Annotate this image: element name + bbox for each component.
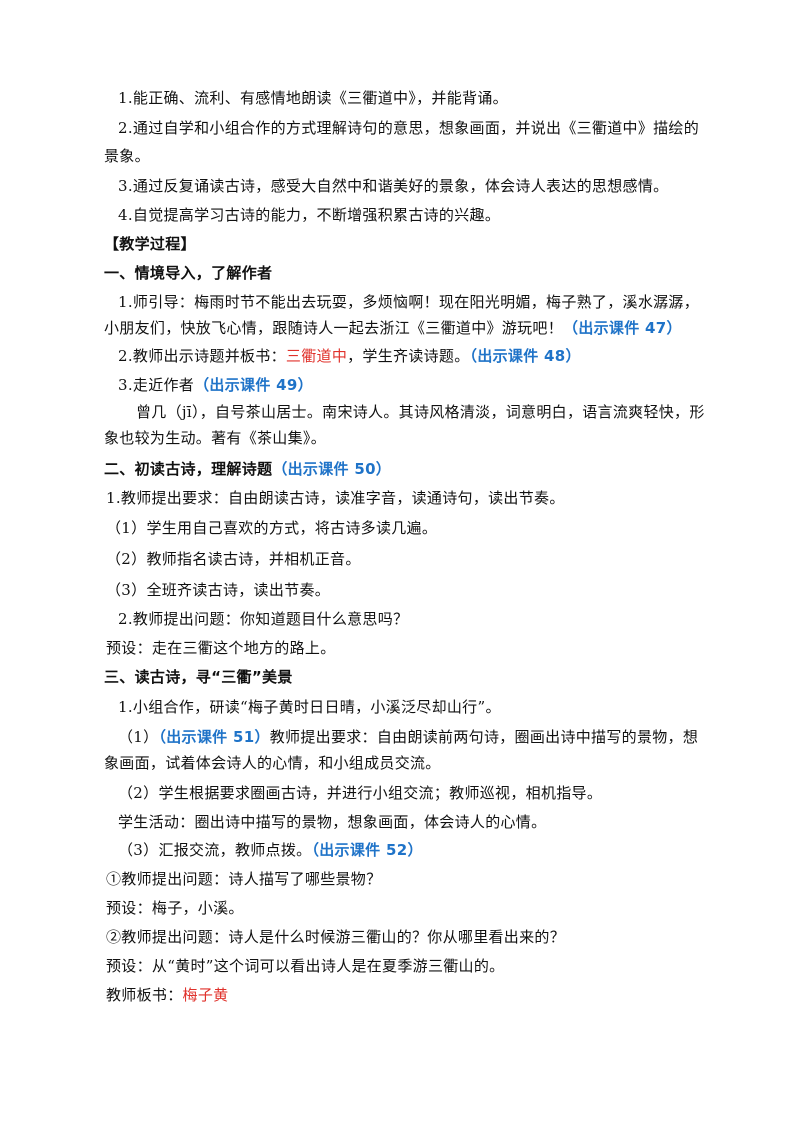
section3-step2: （2）学生根据要求圈画古诗，并进行小组交流；教师巡视，相机指导。	[118, 784, 603, 802]
section3-step3-text: （3）汇报交流，教师点拨。	[118, 841, 312, 859]
section3-answer1: 预设：梅子，小溪。	[106, 899, 244, 917]
objective-3: 3.通过反复诵读古诗，感受大自然中和谐美好的景象，体会诗人表达的思想感情。	[118, 177, 669, 195]
section1-p2: 2.教师出示诗题并板书：三衢道中，学生齐读诗题。（出示课件 48）	[118, 346, 581, 366]
process-heading: 【教学过程】	[104, 235, 196, 253]
courseware-cue: （出示课件 50）	[272, 460, 392, 478]
section2-p1: 1.教师提出要求：自由朗读古诗，读准字音，读通诗句，读出节奏。	[106, 489, 565, 507]
section1-heading: 一、情境导入，了解作者	[104, 264, 273, 282]
section1-p2-b: ，学生齐读诗题。	[347, 347, 470, 365]
section3-step3: （3）汇报交流，教师点拨。（出示课件 52）	[118, 840, 423, 860]
board-text-red: 梅子黄	[182, 986, 229, 1004]
courseware-cue: （出示课件 47）	[563, 319, 682, 337]
courseware-cue: （出示课件 52）	[311, 841, 423, 859]
section2-step3: （3）全班齐读古诗，读出节奏。	[106, 581, 331, 599]
courseware-cue: （出示课件 49）	[194, 376, 313, 394]
section3-heading: 三、读古诗，寻“三衢”美景	[104, 668, 293, 686]
section3-step1-prefix: （1）	[118, 728, 159, 746]
section2-preset: 预设：走在三衢这个地方的路上。	[106, 639, 336, 657]
section2-p2: 2.教师提出问题：你知道题目什么意思吗？	[118, 610, 409, 628]
section3-answer2: 预设：从“黄时”这个词可以看出诗人是在夏季游三衢山的。	[106, 957, 505, 975]
section1-p3: 3.走近作者（出示课件 49）	[118, 375, 313, 395]
board-title-red: 三衢道中	[285, 347, 348, 365]
section3-board: 教师板书：梅子黄	[106, 985, 228, 1005]
board-label: 教师板书：	[106, 986, 183, 1004]
section1-p1-line2: 小朋友们，快放飞心情，跟随诗人一起去浙江《三衢道中》游玩吧！（出示课件 47）	[104, 318, 682, 338]
section2-step2: （2）教师指名读古诗，并相机正音。	[106, 550, 361, 568]
objective-4: 4.自觉提高学习古诗的能力，不断增强积累古诗的兴趣。	[118, 206, 501, 224]
section1-p2-a: 2.教师出示诗题并板书：	[118, 347, 286, 365]
objective-2: 2.通过自学和小组合作的方式理解诗句的意思，想象画面，并说出《三衢道中》描绘的	[118, 119, 700, 137]
courseware-cue: （出示课件 51）	[158, 728, 270, 746]
author-bio-line1: 曾几（jī），自号茶山居士。南宋诗人。其诗风格清淡，词意明白，语言流爽轻快，形	[136, 403, 705, 421]
section3-question2: ②教师提出问题：诗人是什么时候游三衢山的？你从哪里看出来的？	[106, 928, 566, 946]
section2-heading-text: 二、初读古诗，理解诗题	[104, 460, 273, 478]
section1-p3-text: 3.走近作者	[118, 376, 195, 394]
section3-activity: 学生活动：圈出诗中描写的景物，想象画面，体会诗人的心情。	[118, 813, 547, 831]
section3-p1: 1.小组合作，研读“梅子黄时日日晴，小溪泛尽却山行”。	[118, 698, 501, 716]
objective-1: 1.能正确、流利、有感情地朗读《三衢道中》，并能背诵。	[118, 89, 508, 107]
section3-step1-text: 教师提出要求：自由朗读前两句诗，圈画出诗中描写的景物，想	[269, 728, 699, 746]
section3-step1-line2: 象画面，试着体会诗人的心情，和小组成员交流。	[104, 754, 441, 772]
section1-p1-line1: 1.师引导：梅雨时节不能出去玩耍，多烦恼啊！现在阳光明媚，梅子熟了，溪水潺潺，	[118, 293, 700, 311]
author-bio-line2: 象也较为生动。著有《茶山集》。	[104, 429, 327, 447]
section3-step1: （1）（出示课件 51）教师提出要求：自由朗读前两句诗，圈画出诗中描写的景物，想	[118, 727, 698, 747]
section3-question1: ①教师提出问题：诗人描写了哪些景物？	[106, 870, 382, 888]
section2-heading: 二、初读古诗，理解诗题（出示课件 50）	[104, 459, 391, 479]
section1-p1-text: 小朋友们，快放飞心情，跟随诗人一起去浙江《三衢道中》游玩吧！	[104, 319, 564, 337]
objective-2-cont: 景象。	[104, 147, 150, 165]
section2-step1: （1）学生用自己喜欢的方式，将古诗多读几遍。	[106, 519, 438, 537]
courseware-cue: （出示课件 48）	[469, 347, 581, 365]
